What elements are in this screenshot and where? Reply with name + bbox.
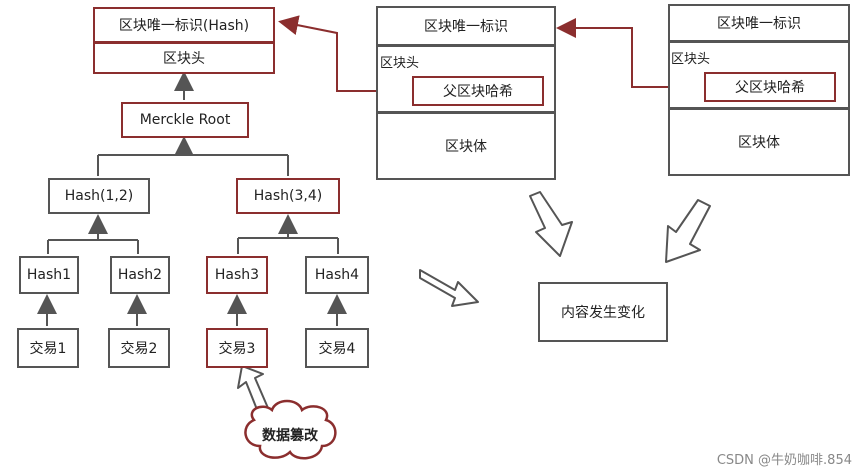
- content-changed-box: 内容发生变化: [538, 282, 668, 342]
- hollow-arrow-left: [419, 269, 479, 307]
- middle-block-hash: 区块唯一标识: [376, 6, 556, 46]
- hollow-arrow-tamper: [237, 365, 269, 413]
- hash-2-node: Hash2: [110, 256, 170, 294]
- transaction-1: 交易1: [17, 328, 79, 368]
- hash-1-node: Hash1: [19, 256, 79, 294]
- hash-3-4-node: Hash(3,4): [236, 178, 340, 214]
- hash-1-2-node: Hash(1,2): [48, 178, 150, 214]
- hash-3-node: Hash3: [206, 256, 268, 294]
- watermark: CSDN @牛奶咖啡.854: [716, 453, 852, 468]
- transaction-3: 交易3: [206, 328, 268, 368]
- tamper-label: 数据篡改: [262, 428, 318, 444]
- hollow-arrow-middle: [529, 191, 573, 257]
- hollow-arrows: [237, 191, 711, 413]
- middle-block-body: 区块体: [376, 112, 556, 180]
- middle-parent-hash: 父区块哈希: [412, 76, 544, 106]
- right-block-header-label: 区块头: [671, 52, 711, 67]
- merkle-tree-lines: [37, 71, 347, 326]
- transaction-4: 交易4: [305, 328, 369, 368]
- left-block-hash: 区块唯一标识(Hash): [93, 7, 275, 43]
- right-parent-hash: 父区块哈希: [704, 72, 836, 102]
- right-block-body: 区块体: [668, 108, 850, 176]
- merkle-root-node: Merckle Root: [121, 102, 249, 138]
- right-block-hash: 区块唯一标识: [668, 4, 850, 42]
- transaction-2: 交易2: [108, 328, 170, 368]
- middle-block-header-label: 区块头: [380, 56, 420, 71]
- tamper-cloud: [244, 399, 337, 460]
- hash-4-node: Hash4: [305, 256, 369, 294]
- left-block-header: 区块头: [93, 42, 275, 74]
- hollow-arrow-right: [665, 199, 711, 263]
